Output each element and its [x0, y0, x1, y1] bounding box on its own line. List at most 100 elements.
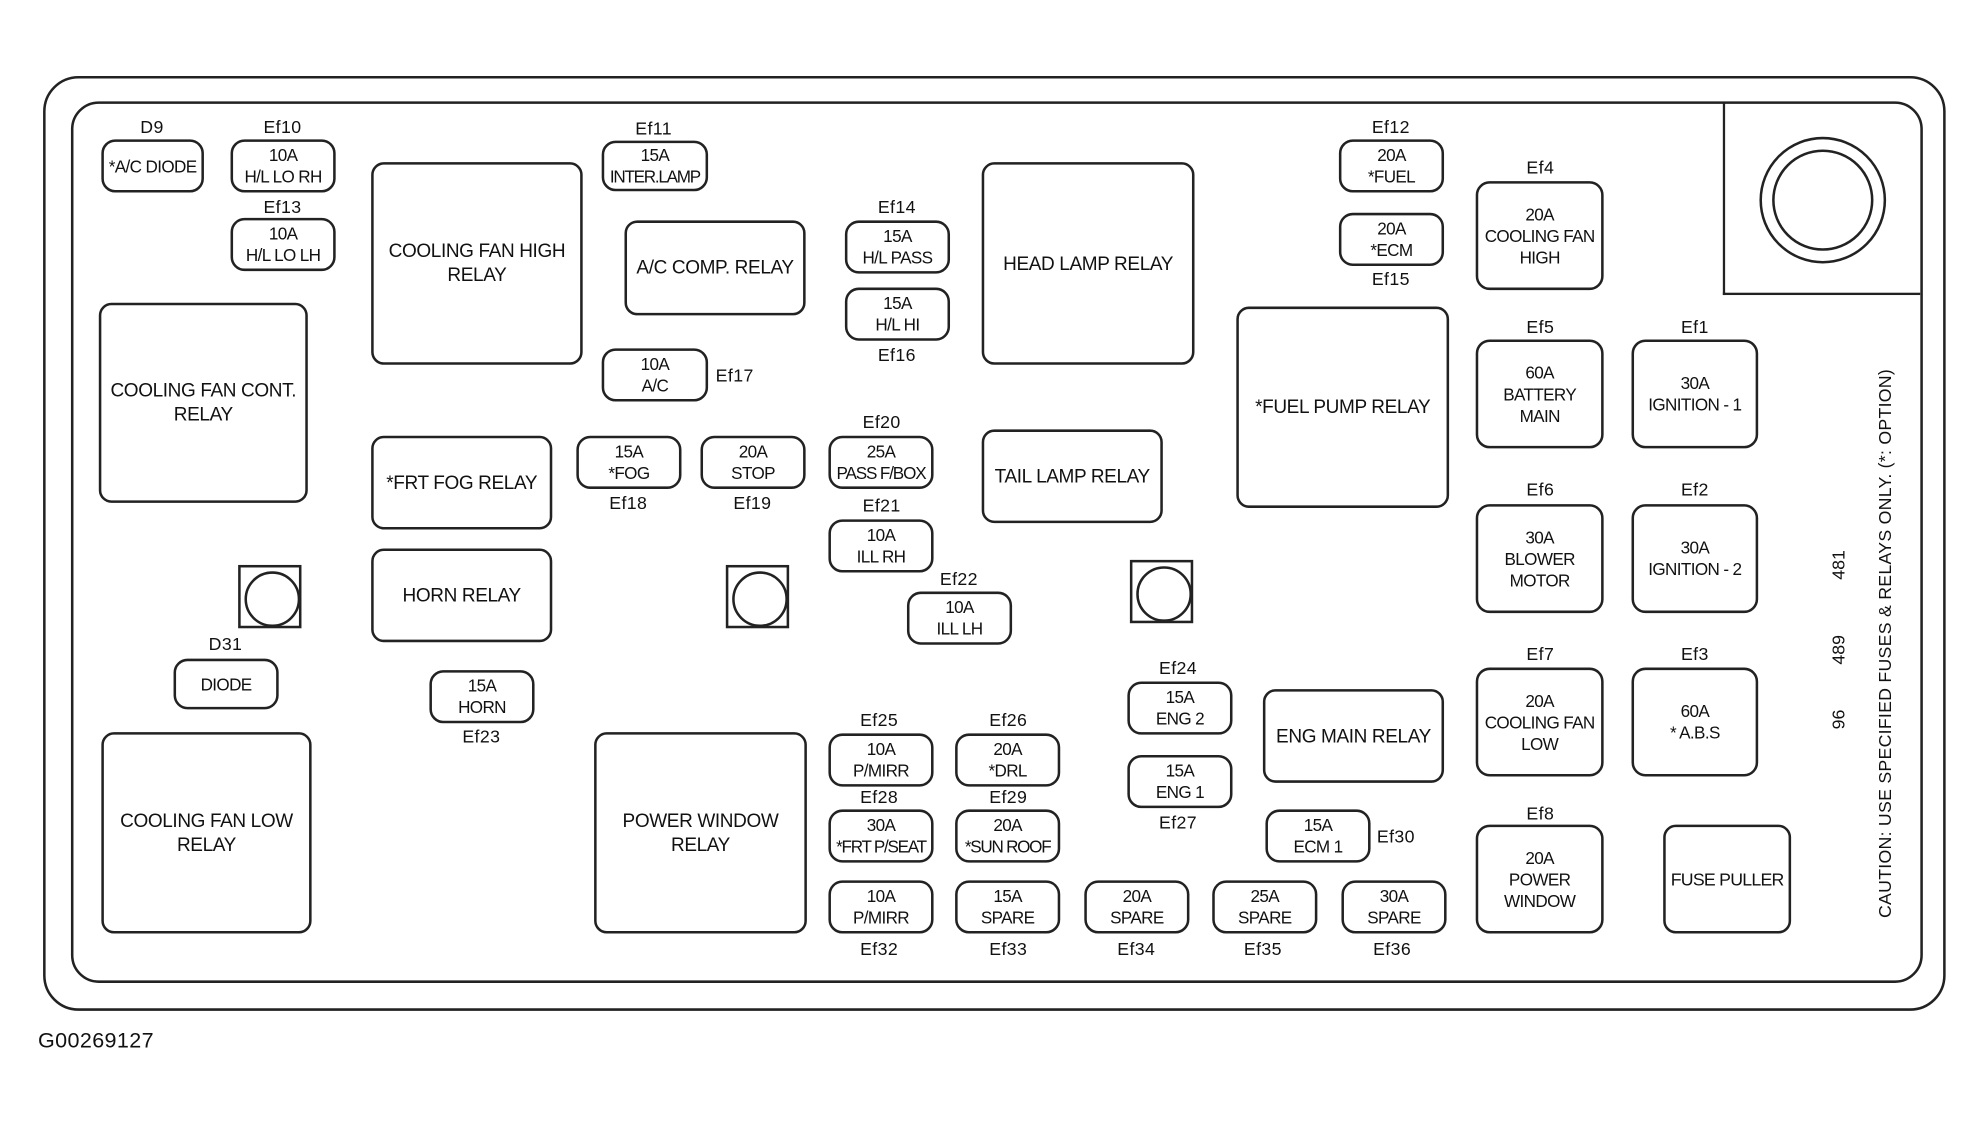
fuse-circuit: MOTOR — [1509, 570, 1571, 590]
fuse-circuit: ILL LH — [936, 619, 984, 639]
fuse-circuit: HORN — [458, 697, 506, 717]
fuse-id-label: Ef21 — [862, 495, 901, 516]
relay-ac-comp: A/C COMP. RELAY — [624, 220, 806, 316]
relay-label: A/C COMP. RELAY — [636, 257, 794, 279]
fuse-id-label: Ef36 — [1373, 938, 1412, 959]
diode-d9: *A/C DIODE — [101, 139, 204, 193]
fuse-circuit: LOW — [1521, 734, 1559, 754]
relay-label: ENG MAIN RELAY — [1276, 725, 1431, 747]
relay-cooling-fan-low: COOLING FAN LOW RELAY — [101, 732, 312, 934]
fuse-box-inner-frame — [70, 101, 1923, 983]
fuse-box-outer-frame — [43, 76, 1946, 1011]
fuse-rating: 30A — [1525, 527, 1554, 547]
fuse-circuit: SPARE — [1238, 908, 1292, 928]
mounting-bolt-icon — [725, 564, 790, 629]
fuse-id-label: Ef35 — [1243, 938, 1282, 959]
fuse-id-label: Ef4 — [1526, 157, 1555, 178]
fuse-id-label: Ef18 — [609, 492, 648, 514]
diode-d31: DIODE — [173, 658, 279, 710]
fuse-id-label: Ef3 — [1680, 643, 1709, 664]
fuse-ef28: 30A*FRT P/SEAT — [828, 809, 934, 863]
fuse-id-label: Ef25 — [860, 709, 899, 730]
fuse-rating: 20A — [738, 442, 768, 462]
fuse-rating: 15A — [1303, 815, 1333, 835]
fuse-circuit: COOLING FAN — [1484, 226, 1596, 246]
fuse-puller: FUSE PULLER — [1663, 824, 1792, 934]
fuse-id-label: Ef22 — [939, 568, 978, 590]
fuse-id-label: Ef13 — [263, 196, 302, 217]
fuse-rating: 30A — [1379, 886, 1409, 906]
fuse-rating: 10A — [268, 224, 298, 244]
fuse-rating: 15A — [1165, 761, 1195, 781]
fuse-circuit: SPARE — [980, 908, 1035, 928]
fuse-id-label: Ef27 — [1159, 811, 1198, 833]
relay-label: FUSE PULLER — [1670, 868, 1785, 889]
fuse-rating: 30A — [1680, 538, 1710, 558]
fuse-ef29: 20A*SUN ROOF — [955, 809, 1061, 863]
fuse-rating: 60A — [1525, 362, 1554, 382]
fuse-id-label: Ef32 — [860, 938, 899, 959]
fuse-id-label: Ef29 — [989, 786, 1028, 807]
fuse-id-label: Ef17 — [715, 364, 754, 386]
fuse-id-label: D31 — [208, 633, 243, 654]
fuse-circuit: H/L LO LH — [245, 245, 321, 265]
fuse-circuit: INTER.LAMP — [609, 167, 701, 187]
fuse-rating: 10A — [866, 886, 896, 906]
fuse-rating: 15A — [883, 293, 912, 313]
battery-terminal-housing — [1722, 102, 1921, 296]
fuse-ef15: 20A*ECM — [1338, 212, 1445, 267]
fuse-circuit: *DRL — [988, 761, 1027, 781]
fuse-circuit: IGNITION - 1 — [1648, 395, 1742, 415]
relay-frt-fog: *FRT FOG RELAY — [371, 435, 553, 530]
fuse-circuit: STOP — [731, 463, 775, 483]
fuse-ef26: 20A*DRL — [955, 733, 1061, 787]
relay-cooling-fan-cont: COOLING FAN CONT. RELAY — [98, 302, 308, 503]
side-number: 96 — [1827, 709, 1849, 730]
side-number: 489 — [1827, 635, 1849, 665]
side-number: 481 — [1827, 550, 1849, 580]
fuse-circuit: HIGH — [1519, 247, 1561, 267]
fuse-rating: 15A — [993, 886, 1022, 906]
fuse-id-label: D9 — [140, 116, 164, 137]
relay-tail-lamp: TAIL LAMP RELAY — [981, 429, 1163, 524]
fuse-circuit: SPARE — [1367, 908, 1421, 928]
fuse-circuit: H/L PASS — [862, 248, 933, 268]
fuse-circuit: *FOG — [608, 463, 650, 483]
relay-horn: HORN RELAY — [371, 548, 553, 643]
fuse-rating: 20A — [1525, 848, 1554, 868]
fuse-circuit: IGNITION - 2 — [1648, 559, 1742, 579]
fuse-rating: 15A — [883, 226, 912, 246]
fuse-rating: 20A — [993, 815, 1022, 835]
fuse-circuit: BLOWER — [1504, 549, 1576, 569]
fuse-circuit: H/L HI — [875, 315, 920, 335]
fuse-rating: *A/C DIODE — [108, 156, 197, 176]
relay-label: *FUEL PUMP RELAY — [1255, 396, 1431, 419]
fuse-circuit: *FRT P/SEAT — [836, 837, 927, 857]
fuse-id-label: Ef24 — [1159, 657, 1198, 678]
fuse-id-label: Ef26 — [989, 709, 1028, 730]
fuse-id-label: Ef28 — [860, 786, 899, 807]
fuse-id-label: Ef12 — [1371, 116, 1410, 137]
fuse-rating: 10A — [945, 597, 974, 617]
fuse-circuit: *FUEL — [1367, 167, 1416, 187]
fuse-circuit: SPARE — [1110, 908, 1164, 928]
fuse-circuit: *SUN ROOF — [964, 837, 1052, 857]
fuse-rating: 10A — [866, 525, 896, 545]
fuse-circuit: PASS F/BOX — [836, 463, 926, 483]
relay-cooling-fan-high: COOLING FAN HIGH RELAY — [371, 162, 583, 365]
fuse-id-label: Ef5 — [1526, 316, 1555, 337]
